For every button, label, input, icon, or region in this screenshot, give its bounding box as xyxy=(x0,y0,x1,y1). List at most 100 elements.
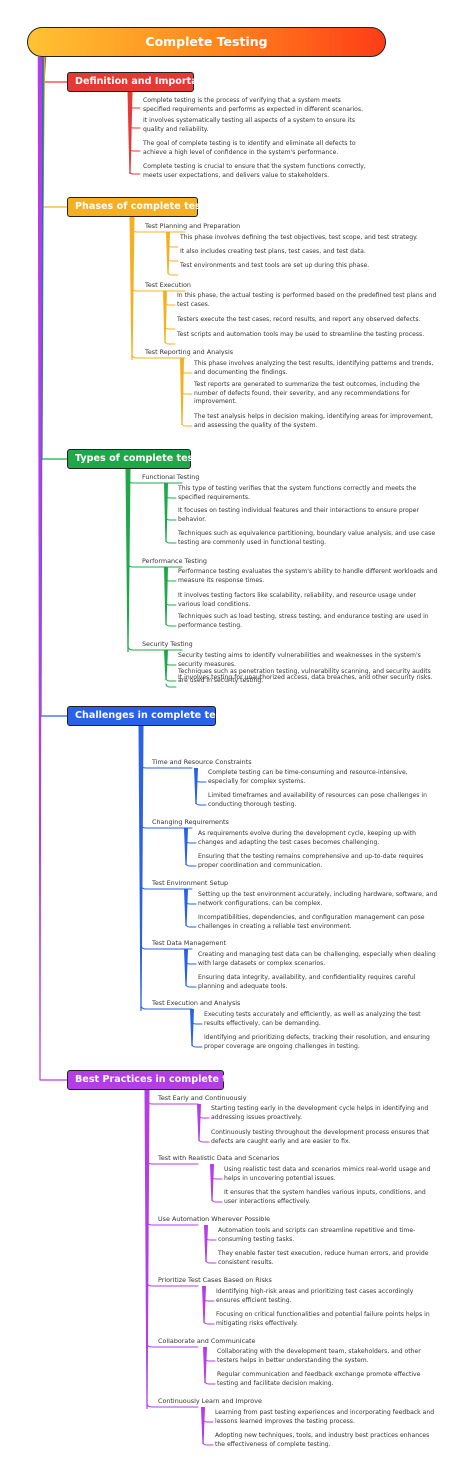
section-spine xyxy=(144,1090,150,1409)
leaf-connector xyxy=(203,1320,215,1325)
leaf-text: Automation tools and scripts can streaml… xyxy=(218,1227,416,1243)
subtopic-connector xyxy=(146,1342,199,1348)
leaf-connector xyxy=(185,960,197,965)
subtopic-connector xyxy=(140,823,193,829)
leaf-text: It ensures that the system handles vario… xyxy=(224,1189,426,1205)
leaf-text: Collaborating with the development team,… xyxy=(217,1348,421,1364)
subtopic-connector xyxy=(127,478,183,484)
leaf-connector xyxy=(202,1441,214,1446)
subtopic-test-execution[interactable]: Test Execution xyxy=(145,281,191,289)
subtopic-performance-testing[interactable]: Performance Testing xyxy=(142,557,207,565)
subtopic-continuously-learn-and-improve[interactable]: Continuously Learn and Improve xyxy=(158,1397,262,1405)
subtopic-test-reporting-and-analysis[interactable]: Test Reporting and Analysis xyxy=(145,348,234,356)
leaf-text: Adopting new techniques, tools, and indu… xyxy=(215,1432,430,1448)
leaf-text: Continuously testing throughout the deve… xyxy=(211,1129,430,1145)
leaf-connector xyxy=(167,257,179,262)
section-types-of-complete-testing[interactable]: Types of complete testing xyxy=(67,449,215,469)
leaf-connector xyxy=(165,577,177,582)
leaf-connector xyxy=(203,1297,215,1302)
leaf-connector xyxy=(165,539,177,544)
leaf-text: Starting testing early in the developmen… xyxy=(211,1105,429,1121)
leaf-text: Techniques such as penetration testing, … xyxy=(178,668,431,684)
leaf-connector xyxy=(205,1259,217,1264)
leaf-connector xyxy=(185,839,197,844)
leaf-connector xyxy=(129,125,141,129)
leaf-connector xyxy=(202,1418,214,1423)
section-phases-of-complete-testing[interactable]: Phases of complete testing xyxy=(67,197,222,217)
leaf-connector xyxy=(165,622,177,627)
subtopic-connector xyxy=(140,763,193,769)
subtopic-connector xyxy=(131,227,186,233)
leaf-connector xyxy=(195,801,207,806)
subtopic-spine xyxy=(184,949,188,986)
leaf-connector xyxy=(165,494,177,499)
section-best-practices-in-complete-testing[interactable]: Best Practices in complete testing xyxy=(67,1070,261,1090)
leaf-text: Test reports are generated to summarize … xyxy=(194,381,420,405)
leaf-connector xyxy=(164,301,176,306)
subtopic-test-data-management[interactable]: Test Data Management xyxy=(152,939,227,947)
subtopic-connector xyxy=(146,1159,199,1165)
leaf-connector xyxy=(165,661,177,666)
leaf-text: Executing tests accurately and efficient… xyxy=(204,1011,421,1027)
subtopic-spine xyxy=(201,1407,205,1444)
leaf-text: It involves systematically testing all a… xyxy=(143,117,355,133)
leaf-connector xyxy=(198,1138,210,1143)
leaf-connector xyxy=(205,1236,217,1241)
leaf-connector xyxy=(211,1198,223,1203)
leaf-connector xyxy=(164,325,176,330)
leaf-text: It involves testing factors like scalabi… xyxy=(178,592,417,608)
leaf-text: Performance testing evaluates the system… xyxy=(178,568,438,584)
subtopic-connector xyxy=(146,1281,199,1287)
leaf-connector xyxy=(211,1175,223,1180)
leaf-text: Incompatibilities, dependencies, and con… xyxy=(198,914,425,930)
leaf-text: Ensuring data integrity, availability, a… xyxy=(198,974,416,990)
subtopic-changing-requirements[interactable]: Changing Requirements xyxy=(152,818,229,826)
subtopic-security-testing[interactable]: Security Testing xyxy=(142,640,193,648)
subtopic-test-early-and-continuously[interactable]: Test Early and Continuously xyxy=(158,1094,247,1102)
subtopic-spine xyxy=(166,232,170,274)
section-spine xyxy=(127,92,133,174)
leaf-text: It also includes creating test plans, te… xyxy=(180,248,366,255)
leaf-connector xyxy=(191,1020,203,1025)
section-definition-and-importance[interactable]: Definition and Importance xyxy=(67,72,217,92)
leaf-text: This phase involves defining the test ob… xyxy=(180,234,418,241)
subtopic-spine xyxy=(190,1009,194,1046)
leaf-connector xyxy=(167,271,179,276)
subtopic-connector xyxy=(146,1220,199,1226)
subtopic-spine xyxy=(197,1104,201,1141)
leaf-text: Focusing on critical functionalities and… xyxy=(216,1311,430,1327)
leaf-connector xyxy=(195,778,207,783)
leaf-text: This type of testing verifies that the s… xyxy=(178,485,417,501)
leaf-text: As requirements evolve during the develo… xyxy=(198,830,416,846)
subtopic-collaborate-and-communicate[interactable]: Collaborate and Communicate xyxy=(158,1337,256,1345)
subtopic-connector xyxy=(131,286,186,292)
subtopic-use-automation-wherever-possible[interactable]: Use Automation Wherever Possible xyxy=(158,1215,271,1223)
subtopic-connector xyxy=(140,884,193,890)
leaf-connector xyxy=(165,683,177,688)
leaf-text: The test analysis helps in decision maki… xyxy=(194,413,433,429)
leaf-connector xyxy=(204,1357,216,1362)
subtopic-spine xyxy=(204,1225,208,1262)
leaf-text: Setting up the test environment accurate… xyxy=(198,891,438,907)
subtopic-test-environment-setup[interactable]: Test Environment Setup xyxy=(152,879,229,887)
subtopic-prioritize-test-cases-based-on-risks[interactable]: Prioritize Test Cases Based on Risks xyxy=(158,1276,272,1284)
leaf-text: Limited timeframes and availability of r… xyxy=(208,792,427,808)
subtopic-test-execution-and-analysis[interactable]: Test Execution and Analysis xyxy=(152,999,241,1007)
leaf-connector xyxy=(185,923,197,928)
subtopic-connector xyxy=(127,562,183,568)
section-challenges-in-complete-testing[interactable]: Challenges in complete testing xyxy=(67,706,243,726)
leaf-connector xyxy=(129,105,141,109)
leaf-connector xyxy=(181,390,193,395)
leaf-text: Identifying high-risk areas and prioriti… xyxy=(216,1288,414,1304)
root-node[interactable]: Complete Testing xyxy=(27,27,386,57)
leaf-text: Ensuring that the testing remains compre… xyxy=(198,853,424,869)
subtopic-test-planning-and-preparation[interactable]: Test Planning and Preparation xyxy=(145,222,241,230)
subtopic-time-and-resource-constraints[interactable]: Time and Resource Constraints xyxy=(152,758,252,766)
subtopic-functional-testing[interactable]: Functional Testing xyxy=(142,473,200,481)
leaf-text: In this phase, the actual testing is per… xyxy=(177,292,437,308)
subtopic-test-with-realistic-data-and-scenarios[interactable]: Test with Realistic Data and Scenarios xyxy=(158,1154,280,1162)
leaf-text: Complete testing is crucial to ensure th… xyxy=(143,163,366,179)
subtopic-spine xyxy=(184,828,188,865)
leaf-connector xyxy=(181,422,193,427)
subtopic-connector xyxy=(131,353,186,359)
